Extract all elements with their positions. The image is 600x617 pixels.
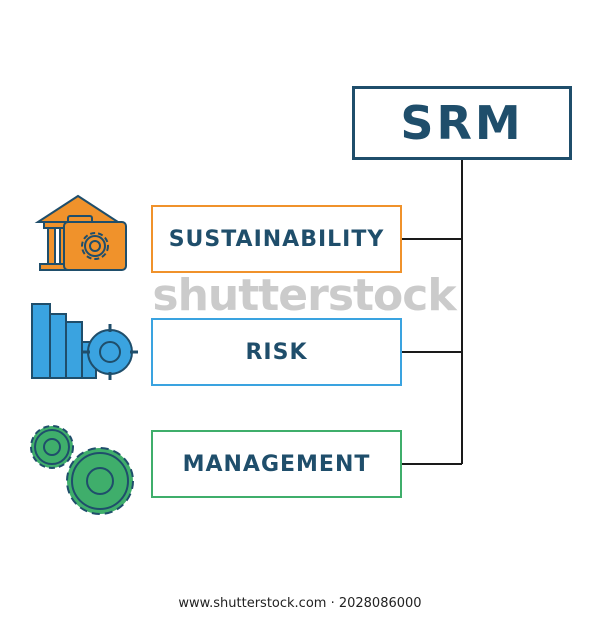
gears-icon — [30, 425, 134, 515]
diagram: SRM SUSTAINABILITY RISK MANAGEMENT — [30, 86, 572, 515]
sustainability-box: SUSTAINABILITY — [151, 205, 402, 273]
risk-box: RISK — [151, 318, 402, 386]
management-box: MANAGEMENT — [151, 430, 402, 498]
connector-lines — [402, 160, 463, 465]
bank-briefcase-gear-icon — [34, 194, 127, 271]
title-box: SRM — [352, 86, 572, 160]
footer-text: www.shutterstock.com · 2028086000 — [0, 590, 600, 617]
watermark: shutterstock — [152, 270, 456, 321]
bar-chart-target-icon — [31, 303, 138, 380]
